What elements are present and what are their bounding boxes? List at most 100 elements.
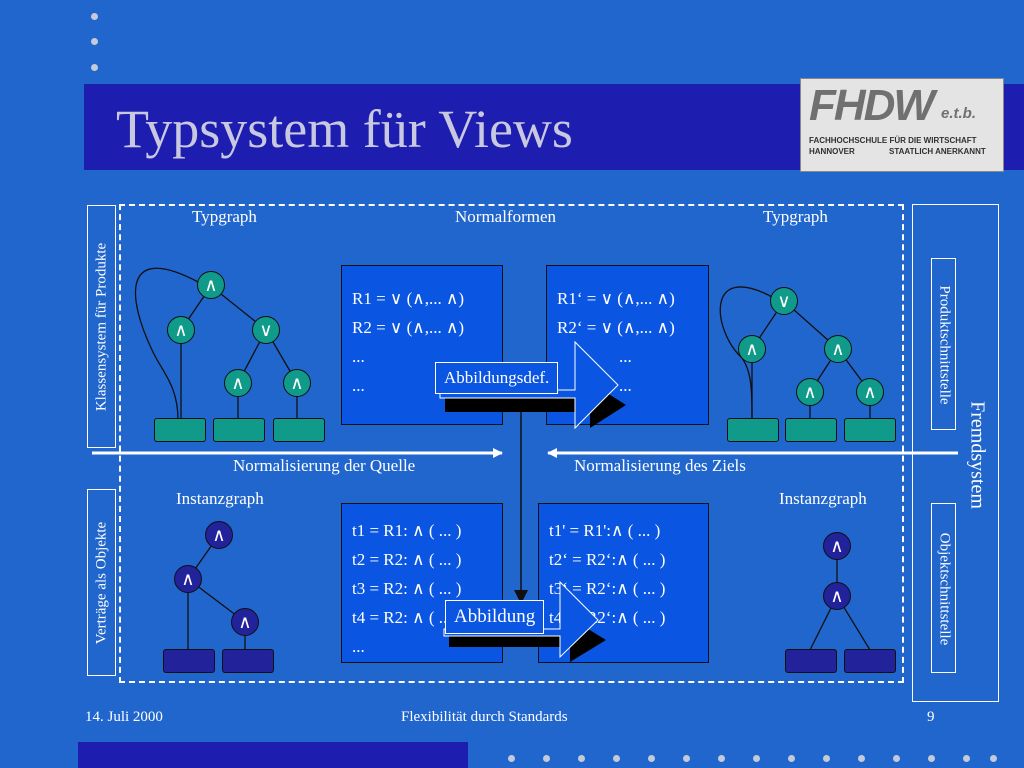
and-node-circle: ∧ — [738, 335, 766, 363]
rule-line: ... — [619, 347, 632, 366]
and-symbol: ∧ — [290, 373, 304, 393]
footer-date: 14. Juli 2000 — [85, 709, 163, 725]
and-symbol: ∧ — [204, 275, 218, 295]
fhdw-logo: FHDW e.t.b. FACHHOCHSCHULE FÜR DIE WIRTS… — [800, 78, 1004, 172]
slide-title: Typsystem für Views — [116, 99, 573, 159]
footer-bar — [78, 742, 468, 768]
instance-line: ... — [352, 637, 365, 656]
footer-dot — [893, 755, 900, 762]
or-node-circle: ∨ — [252, 316, 280, 344]
instance-and-node: ∧ — [231, 608, 259, 636]
logo-line-2a: HANNOVER — [809, 147, 855, 156]
normalformen-header: Normalformen — [455, 207, 557, 226]
and-node-circle: ∧ — [224, 369, 252, 397]
instance-leaf — [222, 649, 274, 673]
and-symbol: ∧ — [174, 320, 188, 340]
type-leaf — [154, 418, 206, 442]
footer-dot — [578, 755, 585, 762]
rule-line: ... — [352, 376, 365, 395]
type-leaf — [727, 418, 779, 442]
footer-dot — [963, 755, 970, 762]
instance-line: t2 = R2: ∧ ( ... ) — [352, 550, 462, 569]
instance-leaf — [844, 649, 896, 673]
footer-dot — [753, 755, 760, 762]
and-symbol: ∧ — [238, 612, 252, 632]
object-interface-box: Objektschnittstelle — [931, 503, 956, 673]
logo-main: FHDW — [809, 81, 935, 130]
normalisation-source-label: Normalisierung der Quelle — [233, 456, 416, 475]
footer-dot — [858, 755, 865, 762]
footer-dot — [990, 755, 997, 762]
type-leaf — [273, 418, 325, 442]
footer-dot — [928, 755, 935, 762]
instance-and-node: ∧ — [823, 582, 851, 610]
footer-dot — [683, 755, 690, 762]
view-boundary — [119, 204, 904, 683]
footer-dot — [823, 755, 830, 762]
instance-line: t4 = R2: ∧ ( ... ) — [352, 608, 462, 627]
rule-line: ... — [619, 376, 632, 395]
logo-line-1: FACHHOCHSCHULE FÜR DIE WIRTSCHAFT — [809, 136, 977, 145]
footer-title: Flexibilität durch Standards — [401, 709, 568, 725]
and-node-circle: ∧ — [197, 271, 225, 299]
and-symbol: ∧ — [830, 586, 844, 606]
and-node-circle: ∧ — [824, 335, 852, 363]
and-symbol: ∧ — [803, 382, 817, 402]
instance-line: t3 = R2: ∧ ( ... ) — [352, 579, 462, 598]
footer-dot — [648, 755, 655, 762]
mapping-definition-callout: Abbildungsdef. — [435, 362, 559, 394]
and-node-circle: ∧ — [167, 316, 195, 344]
instance-line: t1 = R1: ∧ ( ... ) — [352, 521, 462, 540]
instance-and-node: ∧ — [205, 521, 233, 549]
or-symbol: ∨ — [259, 320, 273, 340]
and-symbol: ∧ — [181, 569, 195, 589]
footer-dot — [718, 755, 725, 762]
type-leaf — [213, 418, 265, 442]
instance-and-node: ∧ — [823, 532, 851, 560]
contracts-label-box: Verträge als Objekte — [87, 489, 116, 676]
normalisation-target-label: Normalisierung des Ziels — [574, 456, 746, 475]
rule-line: R2 = ∨ (∧,... ∧) — [352, 318, 465, 337]
instances-source: t1 = R1: ∧ ( ... ) t2 = R2: ∧ ( ... ) t3… — [341, 503, 503, 663]
bullet-dot — [91, 13, 98, 20]
instance-leaf — [785, 649, 837, 673]
instance-and-node: ∧ — [174, 565, 202, 593]
rule-line: R2‘ = ∨ (∧,... ∧) — [557, 318, 675, 337]
and-symbol: ∧ — [212, 525, 226, 545]
footer-dot — [613, 755, 620, 762]
footer-dot — [788, 755, 795, 762]
or-node-circle: ∨ — [770, 287, 798, 315]
and-symbol: ∧ — [745, 339, 759, 359]
and-symbol: ∧ — [863, 382, 877, 402]
type-leaf — [785, 418, 837, 442]
footer-dot — [508, 755, 515, 762]
instance-line: t3‘ = R2‘:∧ ( ... ) — [549, 579, 666, 598]
mapping-callout: Abbildung — [445, 600, 545, 634]
type-leaf — [844, 418, 896, 442]
footer-dot — [543, 755, 550, 762]
instanzgraph-right-header: Instanzgraph — [779, 489, 867, 508]
rule-line: R1‘ = ∨ (∧,... ∧) — [557, 289, 675, 308]
and-node-circle: ∧ — [283, 369, 311, 397]
logo-suffix: e.t.b. — [941, 105, 977, 122]
instance-line: t1' = R1':∧ ( ... ) — [549, 521, 661, 540]
rule-line: R1 = ∨ (∧,... ∧) — [352, 289, 465, 308]
typgraph-right-header: Typgraph — [763, 207, 828, 226]
and-node-circle: ∧ — [856, 378, 884, 406]
and-symbol: ∧ — [830, 536, 844, 556]
instanzgraph-left-header: Instanzgraph — [176, 489, 264, 508]
and-symbol: ∧ — [831, 339, 845, 359]
rule-line: ... — [352, 347, 365, 366]
bullet-dot — [91, 64, 98, 71]
and-symbol: ∧ — [231, 373, 245, 393]
page-number: 9 — [927, 709, 935, 725]
typgraph-left-header: Typgraph — [192, 207, 257, 226]
logo-line-2b: STAATLICH ANERKANNT — [889, 147, 986, 156]
and-node-circle: ∧ — [796, 378, 824, 406]
instance-line: t2‘ = R2‘:∧ ( ... ) — [549, 550, 666, 569]
or-symbol: ∨ — [777, 291, 791, 311]
instance-leaf — [163, 649, 215, 673]
product-interface-box: Produktschnittstelle — [931, 258, 956, 430]
